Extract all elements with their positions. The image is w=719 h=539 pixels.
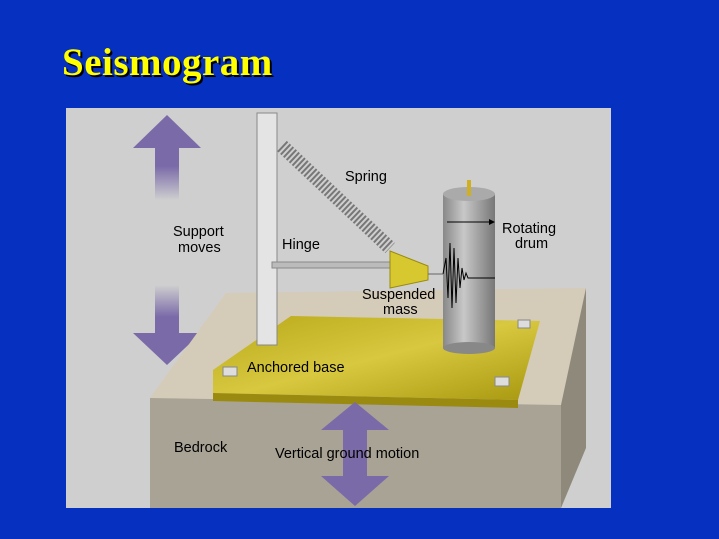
seismogram-trace [442,242,495,309]
bedrock-side [561,288,586,508]
support-post [256,112,278,346]
label-spring: Spring [345,169,387,185]
bolt-icon [222,366,238,377]
bolt-icon [494,376,510,387]
label-bedrock: Bedrock [174,440,228,456]
seismograph-diagram: Spring Rotating drum Support moves Hinge… [66,108,611,508]
suspended-mass [389,250,429,289]
slide-title: Seismogram [62,41,273,84]
arrow-up-icon [133,115,201,200]
arrow-down-icon [133,285,201,365]
rotating-drum [443,194,495,348]
vertical-motion-arrow-icon [321,402,389,506]
bolt-icon [517,319,531,329]
hinge-arm [271,261,395,269]
label-support-moves-line2: moves [178,240,221,256]
label-rotating-drum-line2: drum [515,236,549,252]
label-anchored-base: Anchored base [247,360,345,376]
label-support-moves-line1: Support [173,224,224,240]
spring [277,140,395,254]
label-suspended-mass-line1: Suspended [362,287,436,303]
label-rotating-drum-line1: Rotating [502,221,557,237]
seismograph-illustration [133,112,586,508]
label-hinge: Hinge [282,237,320,253]
label-suspended-mass-line2: mass [383,302,418,318]
label-vertical-ground-motion: Vertical ground motion [275,446,420,462]
